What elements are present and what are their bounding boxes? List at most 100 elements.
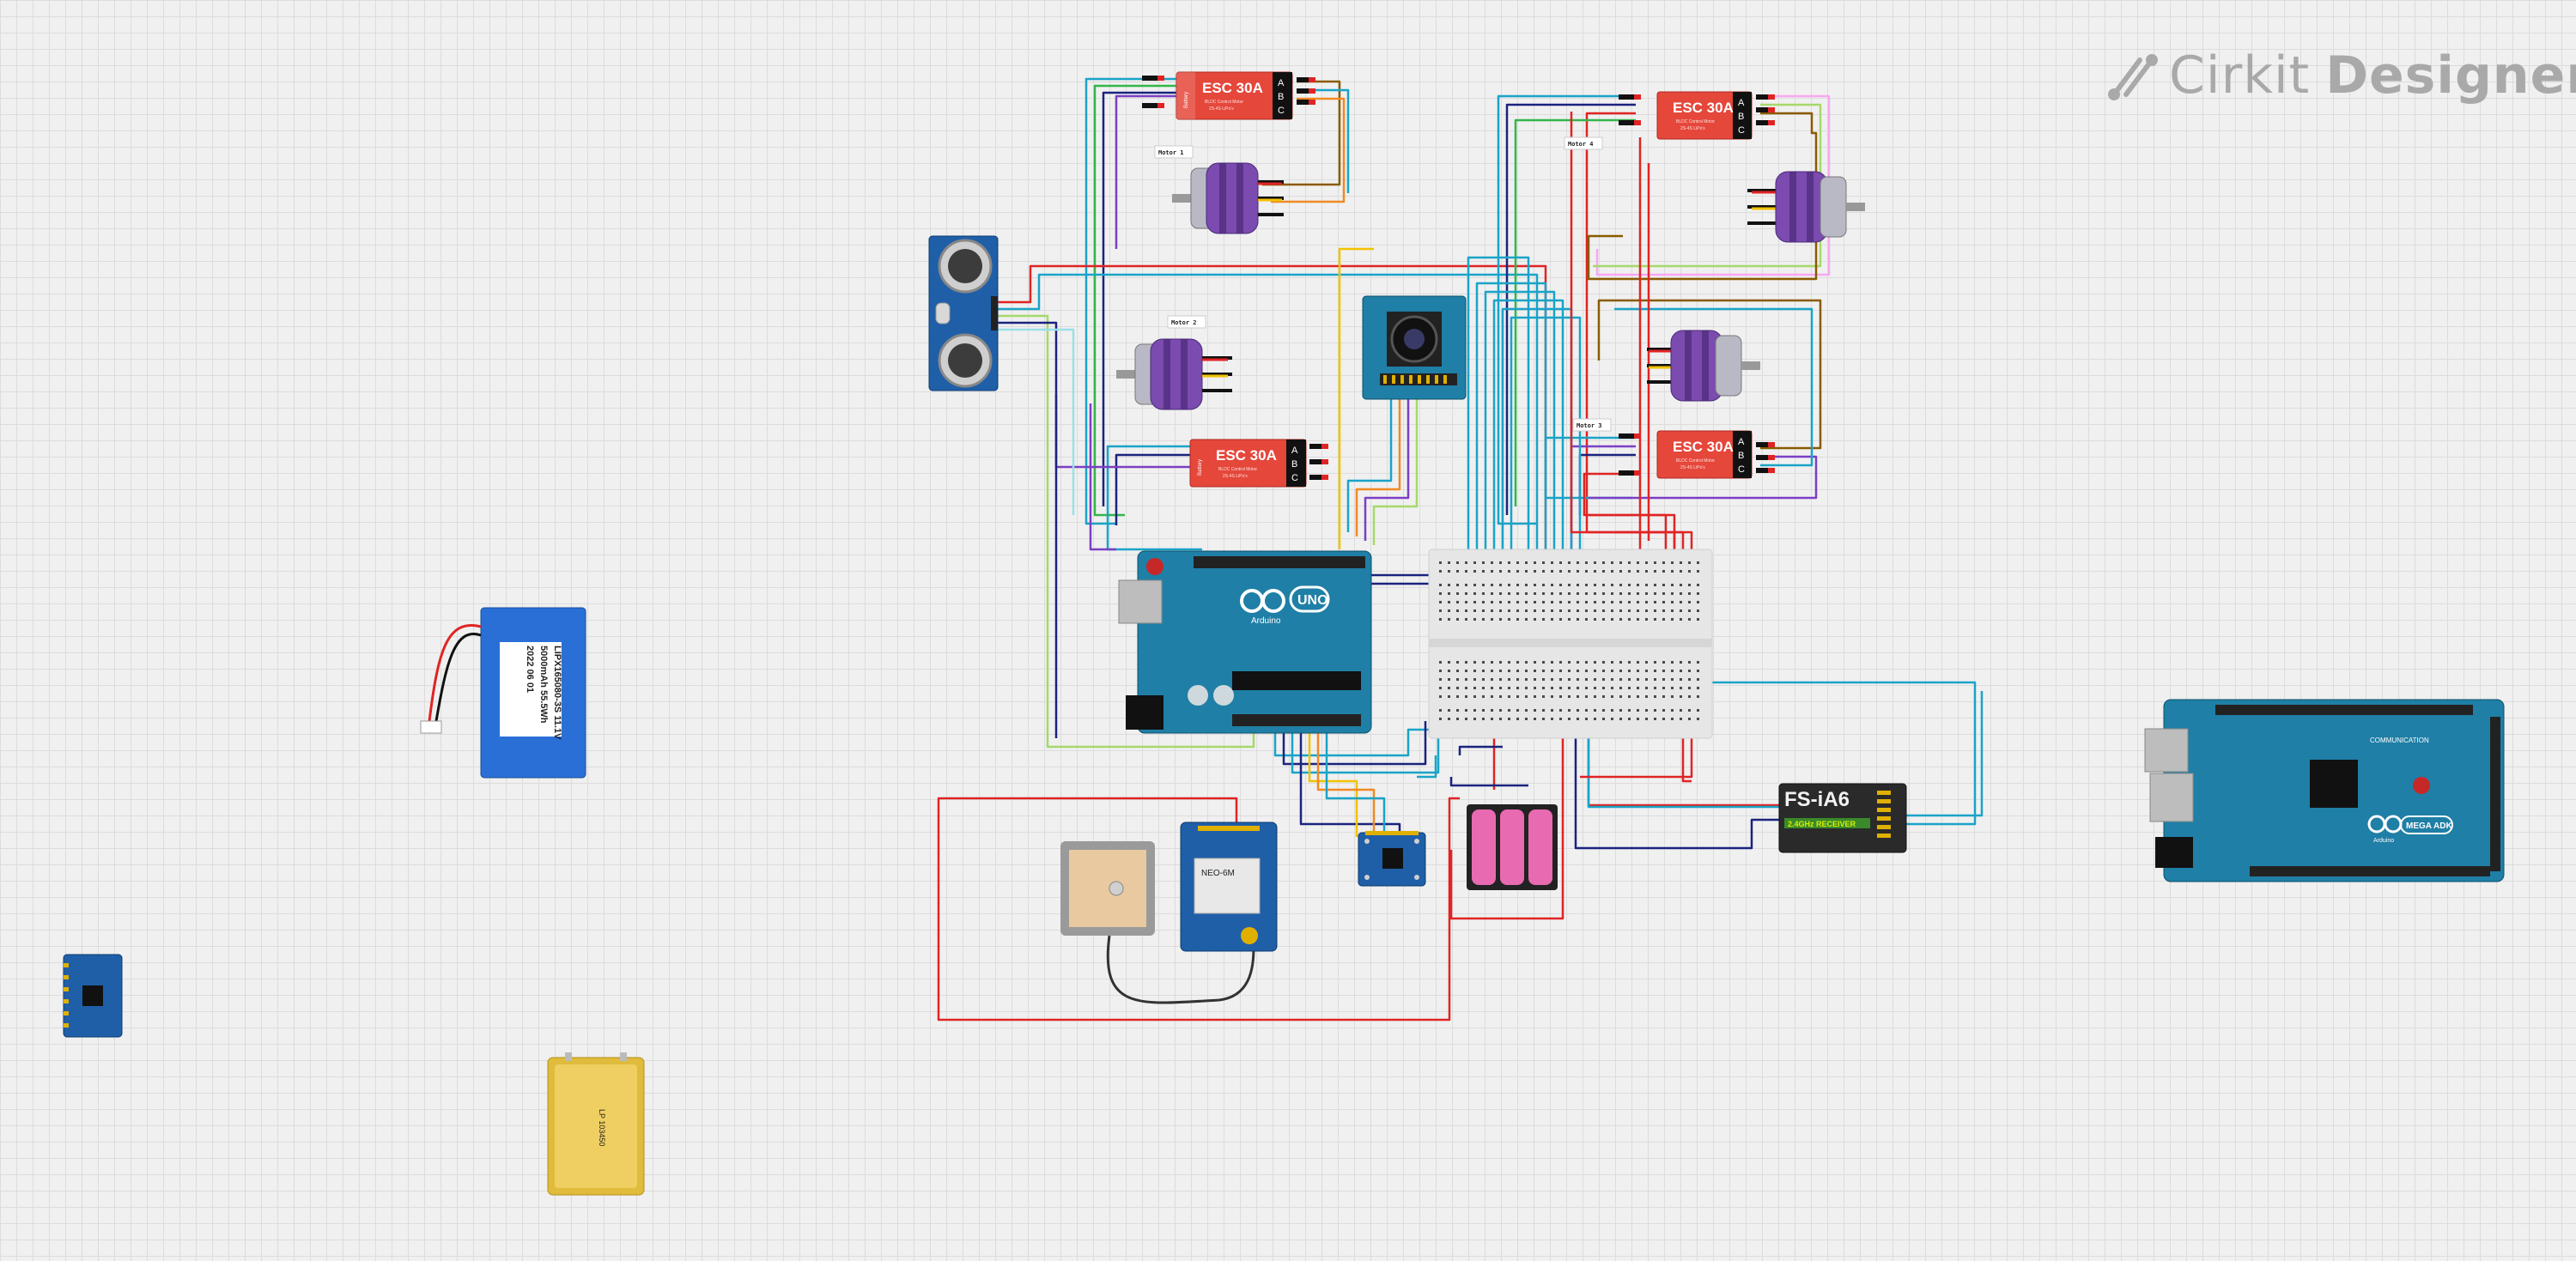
breadboard-hole[interactable] [1637,678,1639,681]
breadboard-hole[interactable] [1516,695,1519,698]
breadboard-hole[interactable] [1491,718,1493,720]
breadboard-hole[interactable] [1671,561,1674,564]
breadboard-hole[interactable] [1525,718,1528,720]
breadboard-hole[interactable] [1448,687,1450,689]
breadboard-hole[interactable] [1491,661,1493,664]
breadboard-hole[interactable] [1594,709,1596,712]
breadboard-hole[interactable] [1585,709,1588,712]
breadboard-hole[interactable] [1448,570,1450,573]
breadboard-hole[interactable] [1662,570,1665,573]
breadboard-hole[interactable] [1577,661,1579,664]
breadboard-hole[interactable] [1508,601,1510,603]
breadboard-hole[interactable] [1602,592,1605,595]
breadboard-hole[interactable] [1671,695,1674,698]
breadboard-hole[interactable] [1439,661,1442,664]
breadboard-hole[interactable] [1568,718,1571,720]
breadboard-hole[interactable] [1577,609,1579,612]
breadboard-hole[interactable] [1508,687,1510,689]
breadboard-hole[interactable] [1680,584,1682,586]
breadboard-hole[interactable] [1662,695,1665,698]
breadboard-hole[interactable] [1508,570,1510,573]
breadboard-hole[interactable] [1697,718,1699,720]
breadboard-hole[interactable] [1611,561,1613,564]
breadboard-hole[interactable] [1611,670,1613,672]
breadboard-hole[interactable] [1662,670,1665,672]
breadboard-hole[interactable] [1577,670,1579,672]
breadboard-hole[interactable] [1508,661,1510,664]
breadboard-hole[interactable] [1516,618,1519,621]
motor-4[interactable] [1747,171,1865,243]
breadboard-hole[interactable] [1654,709,1656,712]
breadboard-hole[interactable] [1662,718,1665,720]
breadboard-hole[interactable] [1559,601,1562,603]
breadboard-hole[interactable] [1611,592,1613,595]
breadboard-hole[interactable] [1697,584,1699,586]
breadboard-hole[interactable] [1534,592,1536,595]
breadboard-hole[interactable] [1577,678,1579,681]
breadboard-hole[interactable] [1508,678,1510,681]
breadboard-hole[interactable] [1577,718,1579,720]
breadboard-hole[interactable] [1688,601,1691,603]
breadboard-hole[interactable] [1671,592,1674,595]
breadboard-hole[interactable] [1551,618,1553,621]
breadboard-hole[interactable] [1525,570,1528,573]
breadboard-hole[interactable] [1637,709,1639,712]
breadboard-hole[interactable] [1482,661,1485,664]
breadboard-hole[interactable] [1534,618,1536,621]
breadboard-hole[interactable] [1594,609,1596,612]
breadboard-hole[interactable] [1688,609,1691,612]
breadboard-hole[interactable] [1508,609,1510,612]
breadboard-hole[interactable] [1611,661,1613,664]
breadboard-hole[interactable] [1439,609,1442,612]
breadboard-hole[interactable] [1637,618,1639,621]
breadboard-hole[interactable] [1482,678,1485,681]
breadboard-hole[interactable] [1516,584,1519,586]
breadboard-hole[interactable] [1534,661,1536,664]
breadboard-hole[interactable] [1688,661,1691,664]
breadboard-hole[interactable] [1551,670,1553,672]
breadboard-hole[interactable] [1611,678,1613,681]
breadboard-hole[interactable] [1688,670,1691,672]
breadboard-hole[interactable] [1680,561,1682,564]
breadboard-hole[interactable] [1516,570,1519,573]
breadboard-hole[interactable] [1585,584,1588,586]
breadboard-hole[interactable] [1448,561,1450,564]
breadboard-hole[interactable] [1499,718,1502,720]
imu-module-spare[interactable] [63,954,123,1038]
breadboard-hole[interactable] [1697,561,1699,564]
motor-1[interactable] [1172,162,1284,234]
breadboard-hole[interactable] [1542,592,1545,595]
breadboard-hole[interactable] [1482,618,1485,621]
breadboard-hole[interactable] [1628,592,1631,595]
breadboard-hole[interactable] [1534,709,1536,712]
breadboard-hole[interactable] [1662,709,1665,712]
breadboard-hole[interactable] [1465,601,1467,603]
breadboard-hole[interactable] [1619,561,1622,564]
breadboard-hole[interactable] [1551,609,1553,612]
breadboard-hole[interactable] [1448,670,1450,672]
breadboard-hole[interactable] [1516,592,1519,595]
breadboard-hole[interactable] [1577,601,1579,603]
breadboard-hole[interactable] [1637,670,1639,672]
breadboard-hole[interactable] [1551,678,1553,681]
breadboard-hole[interactable] [1628,695,1631,698]
breadboard-hole[interactable] [1534,570,1536,573]
breadboard-hole[interactable] [1697,592,1699,595]
breadboard-hole[interactable] [1465,678,1467,681]
breadboard-hole[interactable] [1473,718,1476,720]
breadboard-hole[interactable] [1654,678,1656,681]
breadboard-hole[interactable] [1482,687,1485,689]
breadboard-hole[interactable] [1697,601,1699,603]
breadboard-hole[interactable] [1568,670,1571,672]
lipo-battery-pack[interactable]: LIPX165080-3S 11.1V 5000mAh 55.5Wh 2022 … [480,607,586,779]
breadboard-hole[interactable] [1516,709,1519,712]
breadboard-hole[interactable] [1559,618,1562,621]
breadboard-hole[interactable] [1619,592,1622,595]
breadboard-hole[interactable] [1559,709,1562,712]
breadboard-hole[interactable] [1559,718,1562,720]
breadboard-hole[interactable] [1559,592,1562,595]
breadboard-hole[interactable] [1559,695,1562,698]
breadboard-hole[interactable] [1680,678,1682,681]
breadboard-hole[interactable] [1534,678,1536,681]
breadboard-hole[interactable] [1602,661,1605,664]
